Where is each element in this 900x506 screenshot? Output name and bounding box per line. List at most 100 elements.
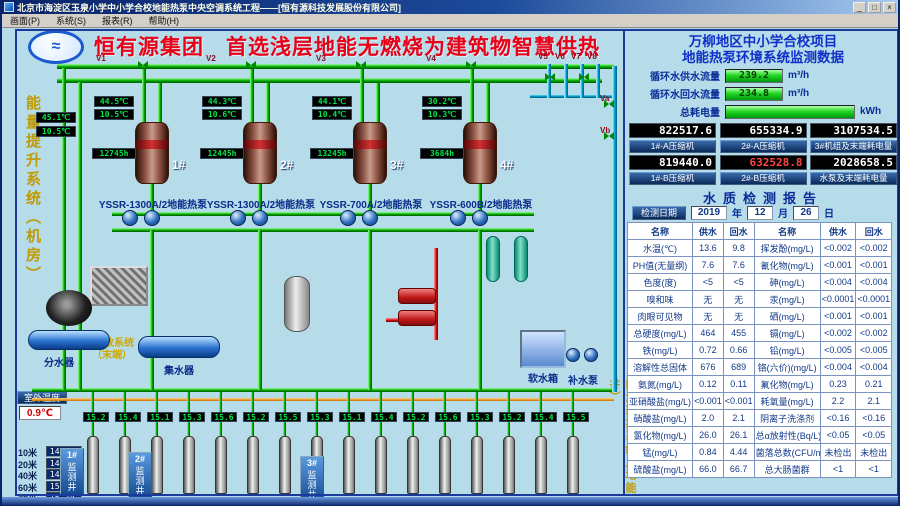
param-name: 砷(mg/L) xyxy=(753,273,821,291)
unit-id-label: 1# xyxy=(172,158,186,172)
param-value: 4.44 xyxy=(722,443,755,461)
counter-label-row: 1#-B压缩机 2#-B压缩机 水泵及末端耗电量 xyxy=(629,172,897,185)
pipe-segment xyxy=(250,69,254,124)
valve-icon[interactable] xyxy=(604,132,614,140)
pipe-segment xyxy=(112,228,534,232)
valve-label: V5 xyxy=(538,52,548,61)
date-month-field[interactable]: 12 xyxy=(747,205,773,220)
param-value: 无 xyxy=(722,307,755,325)
heat-pump-unit[interactable] xyxy=(353,122,387,184)
flow-unit: kWh xyxy=(860,106,882,117)
param-value: <0.004 xyxy=(855,358,893,376)
window-bottom-border xyxy=(2,497,898,506)
pump-icon[interactable] xyxy=(450,210,466,226)
red-pump-icon[interactable] xyxy=(398,310,436,326)
pressure-tank xyxy=(284,276,310,332)
param-value: <0.001 xyxy=(819,307,857,325)
param-name: 总大肠菌群 xyxy=(753,460,821,478)
unit-temp-display: 30.2℃ xyxy=(422,96,462,107)
pump-icon[interactable] xyxy=(472,210,488,226)
valve-icon[interactable] xyxy=(579,73,589,81)
unit-model-label: YSSR-1300A/2地能热泵 xyxy=(98,200,208,211)
well-temp-display: 15.6 xyxy=(211,412,237,422)
monitor-panel: 万柳地区中小学合校项目 地能热泵环境系统监测数据 循环水供水流量 239.2 m… xyxy=(626,28,898,498)
unit-id-label: 3# xyxy=(390,158,404,172)
valve-icon[interactable] xyxy=(356,61,366,69)
pump-icon[interactable] xyxy=(340,210,356,226)
monitor-well-label[interactable]: 1#监测井 xyxy=(60,448,84,496)
window-title: 北京市海淀区玉泉小学中小学合校地能热泵中央空调系统工程——[恒有源科技发展股份有… xyxy=(17,2,401,13)
water-distributor[interactable] xyxy=(28,330,110,350)
param-value: <0.001 xyxy=(855,256,893,274)
menu-system[interactable]: 系统(S) xyxy=(56,16,86,26)
param-name: 溶解性总固体 xyxy=(626,358,694,376)
param-name: 铅(mg/L) xyxy=(753,341,821,359)
flow-value-display: 239.2 xyxy=(725,68,783,83)
makeup-pump-icon[interactable] xyxy=(584,348,598,362)
param-name: 锰(mg/L) xyxy=(626,443,694,461)
param-value: <1 xyxy=(819,460,857,478)
valve-label: Va xyxy=(600,94,610,103)
param-name: 硝酸盐(mg/L) xyxy=(626,409,694,427)
param-value: 0.11 xyxy=(722,375,755,393)
param-value: <0.001 xyxy=(819,256,857,274)
param-name: 色度(度) xyxy=(626,273,694,291)
water-collector[interactable] xyxy=(138,336,220,358)
maximize-button[interactable]: □ xyxy=(868,1,881,13)
report-row: 肉眼可见物无无硒(mg/L)<0.001<0.001 xyxy=(626,307,893,325)
heat-pump-unit[interactable] xyxy=(463,122,497,184)
menu-report[interactable]: 报表(R) xyxy=(102,16,133,26)
param-value: 0.84 xyxy=(692,443,724,461)
report-date-row: 检测日期 2019 年 12 月 26 日 xyxy=(632,205,834,220)
title-bar: 北京市海淀区玉泉小学中小学合校地能热泵中央空调系统工程——[恒有源科技发展股份有… xyxy=(2,0,898,14)
param-value: <5 xyxy=(722,273,755,291)
param-value: 13.6 xyxy=(692,239,724,257)
expansion-tank-icon xyxy=(46,290,92,326)
param-value: <0.002 xyxy=(819,324,857,342)
param-name: 耗氧量(mg/L) xyxy=(753,392,821,410)
menu-bar: 画面(P) 系统(S) 报表(R) 帮助(H) xyxy=(2,14,898,28)
date-day-field[interactable]: 26 xyxy=(793,205,819,220)
pipe-segment xyxy=(612,66,617,392)
menu-screen[interactable]: 画面(P) xyxy=(10,16,40,26)
valve-icon[interactable] xyxy=(138,61,148,69)
makeup-pump-icon[interactable] xyxy=(566,348,580,362)
red-pump-icon[interactable] xyxy=(398,288,436,304)
pump-icon[interactable] xyxy=(362,210,378,226)
valve-icon[interactable] xyxy=(604,100,614,108)
menu-help[interactable]: 帮助(H) xyxy=(148,16,180,26)
minimize-button[interactable]: _ xyxy=(853,1,866,13)
pipe-segment xyxy=(434,248,438,340)
param-name: 亚硝酸盐(mg/L) xyxy=(626,392,694,410)
param-value: 455 xyxy=(722,324,755,342)
valve-icon[interactable] xyxy=(466,61,476,69)
depth-label: 20米 xyxy=(18,459,38,470)
param-value: 0.12 xyxy=(692,375,724,393)
pipe-segment xyxy=(530,94,616,98)
pump-icon[interactable] xyxy=(230,210,246,226)
heat-pump-unit[interactable] xyxy=(135,122,169,184)
pump-icon[interactable] xyxy=(252,210,268,226)
monitor-well-label[interactable]: 2#监测井 xyxy=(128,452,152,500)
well-temp-display: 15.2 xyxy=(83,412,109,422)
valve-icon[interactable] xyxy=(545,73,555,81)
valve-icon[interactable] xyxy=(246,61,256,69)
left-system-strip: 能量提升系统（机房） xyxy=(24,95,41,285)
well-casing xyxy=(375,436,387,494)
heat-pump-unit[interactable] xyxy=(243,122,277,184)
flow-row-energy: 总耗电量 kWh xyxy=(628,104,898,119)
close-button[interactable]: × xyxy=(883,1,896,13)
pump-icon[interactable] xyxy=(122,210,138,226)
date-year-field[interactable]: 2019 xyxy=(691,205,727,220)
well-casing xyxy=(503,436,515,494)
pipe-segment xyxy=(258,184,262,214)
param-value: 26.1 xyxy=(722,426,755,444)
pipe-segment xyxy=(158,83,162,124)
param-name: 水温(℃) xyxy=(626,239,694,257)
pump-icon[interactable] xyxy=(144,210,160,226)
pipe-segment xyxy=(266,83,270,124)
well-casing xyxy=(439,436,451,494)
flow-unit: m³/h xyxy=(788,88,810,99)
